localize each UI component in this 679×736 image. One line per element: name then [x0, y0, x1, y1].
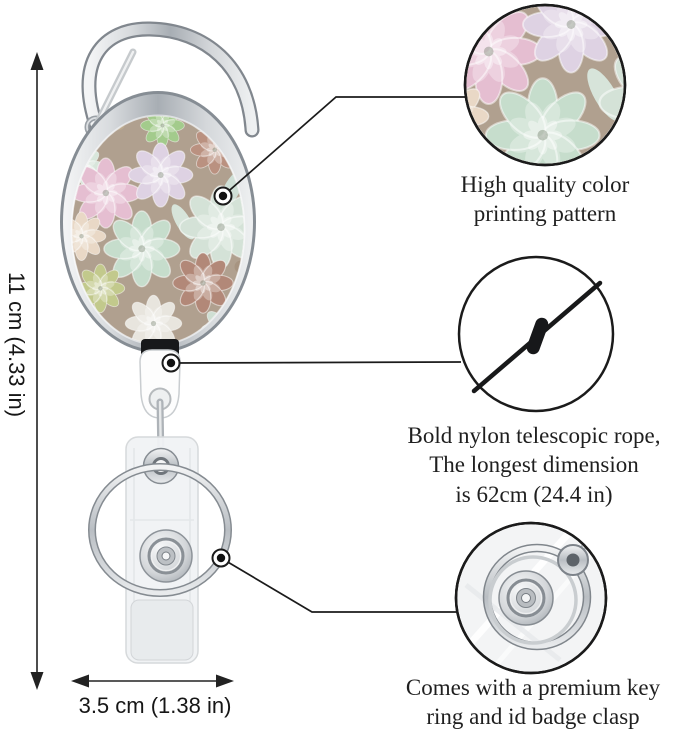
height-dimension-arrow — [30, 52, 44, 690]
height-dimension-label: 11 cm (4.33 in) — [4, 272, 29, 418]
arrow-left-icon — [71, 674, 89, 688]
strap-fold — [130, 599, 194, 661]
arrow-down-icon — [30, 672, 44, 690]
callout-pattern — [213, 3, 627, 206]
callout-text-pattern: High quality color printing pattern — [412, 170, 678, 229]
nylon-rope-closeup — [471, 280, 603, 394]
badge-reel-body — [60, 91, 256, 353]
callout-clasp — [211, 521, 608, 675]
callout-text-line: ring and id badge clasp — [426, 704, 640, 730]
callout-text-clasp: Comes with a premium key ring and id bad… — [386, 673, 679, 732]
rope-knot — [526, 317, 549, 355]
arrow-right-icon — [216, 674, 234, 688]
closeup-eyelet — [557, 544, 589, 576]
key-ring — [88, 463, 232, 597]
width-dimension-label: 3.5 cm (1.38 in) — [78, 693, 232, 718]
callout-text-line: High quality color — [460, 172, 630, 197]
snap-button — [139, 529, 193, 583]
callout-text-rope: Bold nylon telescopic rope, The longest … — [388, 421, 679, 509]
callout-text-line: Bold nylon telescopic rope, — [407, 423, 661, 448]
callout-text-line: is 62cm (24.4 in) — [455, 481, 613, 507]
badge-reel-product — [60, 21, 260, 664]
arrow-up-icon — [30, 52, 44, 70]
callout-text-line: printing pattern — [473, 201, 617, 227]
closeup-snap-button — [498, 570, 554, 626]
width-dimension-arrow — [71, 674, 234, 688]
callout-rope — [161, 255, 615, 413]
callout-text-line: The longest dimension — [429, 452, 639, 478]
callout-text-line: Comes with a premium key — [405, 675, 661, 700]
keyring-closeup — [457, 524, 605, 672]
